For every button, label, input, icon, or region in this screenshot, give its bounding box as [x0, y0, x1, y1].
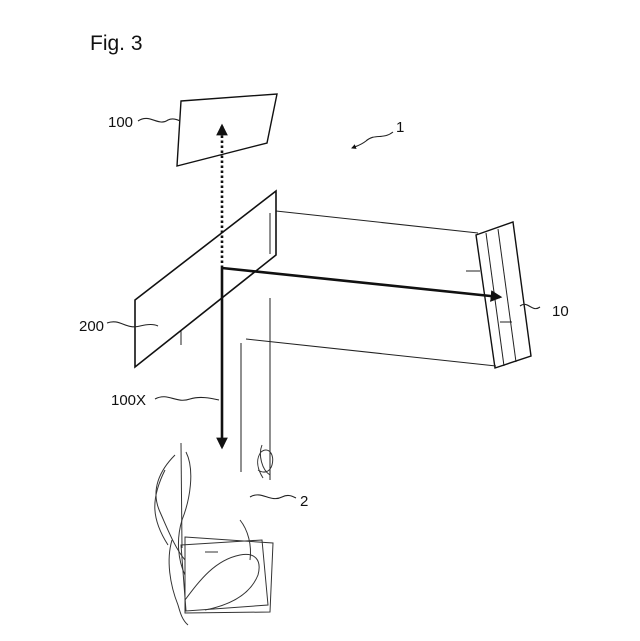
leader-100	[137, 117, 181, 123]
label-100: 100	[108, 114, 133, 131]
leader-10	[519, 303, 541, 310]
leader-2	[249, 494, 297, 500]
display-element-100: 100	[108, 93, 278, 167]
beam-to-image	[221, 266, 503, 302]
label-1: 1	[396, 119, 404, 136]
beam-100x: 100X	[111, 268, 228, 450]
leader-1	[351, 131, 394, 149]
label-2: 2	[300, 493, 308, 510]
beam-combiner-200: 200	[79, 189, 277, 369]
label-200: 200	[79, 318, 104, 335]
viewer-2: 2	[154, 442, 308, 626]
label-100x: 100X	[111, 392, 146, 409]
projected-image-10: 10	[466, 221, 569, 369]
leader-200	[106, 321, 159, 328]
leader-100x	[154, 396, 220, 401]
system-reference-1: 1	[351, 119, 404, 149]
figure-title: Fig. 3	[90, 32, 143, 55]
label-10: 10	[552, 303, 569, 320]
